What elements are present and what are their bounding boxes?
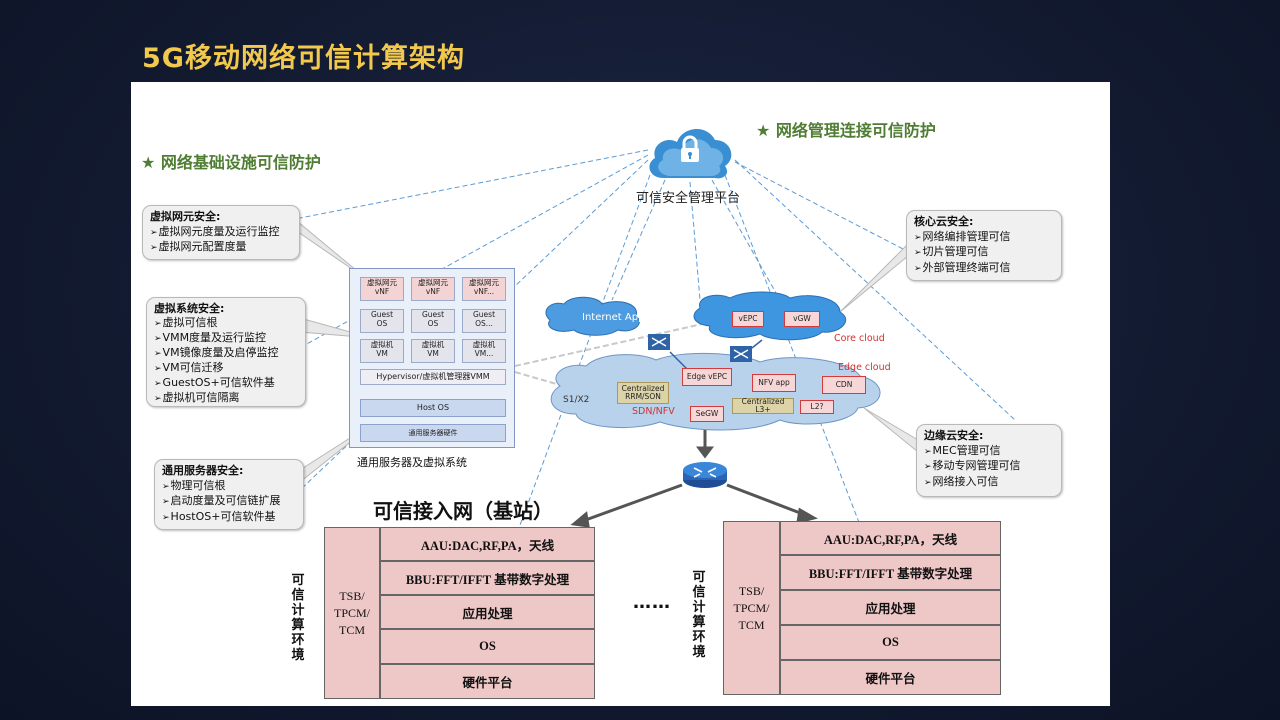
server-stack: 虚拟网元 vNF 虚拟网元 vNF 虚拟网元 vNF... Guest OS G… bbox=[349, 268, 515, 448]
callout-item: GuestOS+可信软件基 bbox=[154, 376, 298, 391]
nfv-app-box: NFV app bbox=[752, 374, 796, 392]
callout-item: 外部管理终端可信 bbox=[914, 261, 1054, 277]
callout-title: 核心云安全: bbox=[914, 215, 974, 228]
callout-item: 移动专网管理可信 bbox=[924, 459, 1054, 475]
vgw-box: vGW bbox=[784, 311, 820, 327]
callout-item: 虚拟机可信隔离 bbox=[154, 391, 298, 406]
callout-title: 虚拟网元安全: bbox=[150, 210, 221, 223]
cdn-box: CDN bbox=[822, 376, 866, 394]
callout-item: VM镜像度量及启停监控 bbox=[154, 346, 298, 361]
stack-row-os-right: OS bbox=[780, 625, 1001, 660]
s1x2-label: S1/X2 bbox=[563, 395, 590, 405]
guest-os-cell: Guest OS... bbox=[462, 309, 506, 333]
heading-infra: ★ 网络基础设施可信防护 bbox=[141, 153, 321, 172]
callout-item: 网络编排管理可信 bbox=[914, 230, 1054, 246]
callout-title: 虚拟系统安全: bbox=[154, 302, 225, 315]
callout-vsys-security: 虚拟系统安全: 虚拟可信根 VMM度量及运行监控 VM镜像度量及启停监控 VM可… bbox=[146, 297, 306, 407]
stack-row-hw-left: 硬件平台 bbox=[380, 664, 595, 699]
guest-os-cell: Guest OS bbox=[411, 309, 455, 333]
heading-mgmt: ★ 网络管理连接可信防护 bbox=[756, 121, 936, 140]
edge-cloud-label: Edge cloud bbox=[838, 362, 891, 373]
callout-item: 虚拟可信根 bbox=[154, 316, 298, 331]
callout-item: VM可信迁移 bbox=[154, 361, 298, 376]
sdn-nfv-label: SDN/NFV bbox=[632, 406, 675, 417]
internet-app-label: Internet App bbox=[582, 312, 645, 323]
vnf-cell: 虚拟网元 vNF bbox=[411, 277, 455, 301]
stack-row-os-left: OS bbox=[380, 629, 595, 664]
vnf-cell: 虚拟网元 vNF... bbox=[462, 277, 506, 301]
vnf-cell: 虚拟网元 vNF bbox=[360, 277, 404, 301]
server-hardware-bar: 通用服务器硬件 bbox=[360, 424, 506, 442]
stack-row-aau-right: AAU:DAC,RF,PA，天线 bbox=[780, 521, 1001, 555]
trusted-env-text: 可信计算环境 bbox=[692, 569, 706, 659]
hypervisor-bar: Hypervisor/虚拟机管理器VMM bbox=[360, 369, 506, 385]
platform-label: 可信安全管理平台 bbox=[636, 191, 741, 206]
server-stack-caption: 通用服务器及虚拟系统 bbox=[357, 456, 467, 469]
trusted-env-text: 可信计算环境 bbox=[291, 572, 305, 662]
callout-item: 虚拟网元度量及运行监控 bbox=[150, 225, 292, 241]
vepc-box: vEPC bbox=[732, 311, 764, 327]
core-cloud-label: Core cloud bbox=[834, 333, 885, 344]
page-title: 5G移动网络可信计算架构 bbox=[142, 43, 465, 74]
callout-item: 网络接入可信 bbox=[924, 475, 1054, 491]
callout-title: 通用服务器安全: bbox=[162, 464, 244, 477]
trusted-env-label-right: 可信计算环境 bbox=[692, 569, 706, 659]
vm-cell: 虚拟机 VM bbox=[360, 339, 404, 363]
more-stations-ellipsis: …… bbox=[633, 592, 671, 613]
stack-row-app-left: 应用处理 bbox=[380, 595, 595, 629]
stack-row-app-right: 应用处理 bbox=[780, 590, 1001, 625]
vm-cell: 虚拟机 VM... bbox=[462, 339, 506, 363]
stack-row-bbu-right: BBU:FFT/IFFT 基带数字处理 bbox=[780, 555, 1001, 590]
guest-os-cell: Guest OS bbox=[360, 309, 404, 333]
router-icon bbox=[683, 462, 727, 488]
callout-item: MEC管理可信 bbox=[924, 444, 1054, 460]
network-clouds bbox=[545, 291, 881, 431]
callout-item: 切片管理可信 bbox=[914, 245, 1054, 261]
stack-row-aau-left: AAU:DAC,RF,PA，天线 bbox=[380, 527, 595, 561]
edge-vepc-box: Edge vEPC bbox=[682, 368, 732, 386]
callout-item: 启动度量及可信链扩展 bbox=[162, 494, 296, 510]
callout-item: HostOS+可信软件基 bbox=[162, 510, 296, 526]
l2-box: L2? bbox=[800, 400, 834, 414]
cloud-lock-icon bbox=[649, 128, 732, 179]
callout-edge-security: 边缘云安全: MEC管理可信 移动专网管理可信 网络接入可信 bbox=[916, 424, 1062, 497]
vm-cell: 虚拟机 VM bbox=[411, 339, 455, 363]
stack-row-hw-right: 硬件平台 bbox=[780, 660, 1001, 695]
centralized-l3-box: Centralized L3+ bbox=[732, 398, 794, 414]
tsb-block-left: TSB/ TPCM/ TCM bbox=[324, 527, 380, 699]
callout-core-security: 核心云安全: 网络编排管理可信 切片管理可信 外部管理终端可信 bbox=[906, 210, 1062, 281]
callout-vnf-security: 虚拟网元安全: 虚拟网元度量及运行监控 虚拟网元配置度量 bbox=[142, 205, 300, 260]
segw-box: SeGW bbox=[690, 406, 724, 422]
trusted-env-label-left: 可信计算环境 bbox=[291, 572, 305, 662]
callout-item: 虚拟网元配置度量 bbox=[150, 240, 292, 256]
callout-title: 边缘云安全: bbox=[924, 429, 984, 442]
stack-row-bbu-left: BBU:FFT/IFFT 基带数字处理 bbox=[380, 561, 595, 595]
callout-server-security: 通用服务器安全: 物理可信根 启动度量及可信链扩展 HostOS+可信软件基 bbox=[154, 459, 304, 530]
callout-item: VMM度量及运行监控 bbox=[154, 331, 298, 346]
callout-item: 物理可信根 bbox=[162, 479, 296, 495]
host-os-bar: Host OS bbox=[360, 399, 506, 417]
tsb-block-right: TSB/ TPCM/ TCM bbox=[723, 521, 780, 695]
access-network-title: 可信接入网（基站） bbox=[373, 499, 553, 523]
centralized-rrm-box: Centralized RRM/SON bbox=[617, 382, 669, 404]
